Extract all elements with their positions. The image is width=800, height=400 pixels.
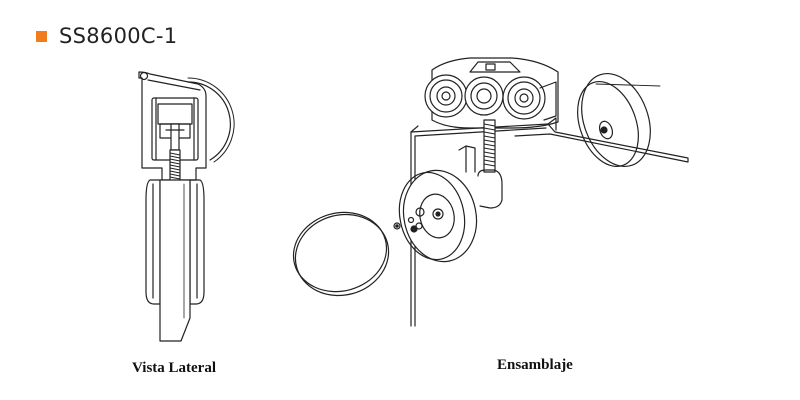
cover-disc	[292, 211, 390, 297]
connector-disc	[393, 169, 478, 263]
roller-carriage	[424, 57, 559, 131]
orange-bullet-icon	[36, 30, 47, 42]
wheel-left	[424, 74, 468, 118]
side-view-caption: Vista Lateral	[132, 360, 217, 376]
header: SS8600C-1	[36, 24, 177, 48]
side-view-drawing	[138, 71, 235, 342]
small-screws	[393, 222, 418, 233]
wheel-right	[502, 76, 546, 120]
wheel-center	[464, 76, 504, 116]
end-cap-right	[577, 72, 661, 168]
assembly-caption: Ensamblaje	[497, 357, 573, 373]
threaded-bolt	[477, 119, 503, 209]
assembly-drawing	[292, 57, 689, 327]
model-title: SS8600C-1	[59, 24, 178, 48]
